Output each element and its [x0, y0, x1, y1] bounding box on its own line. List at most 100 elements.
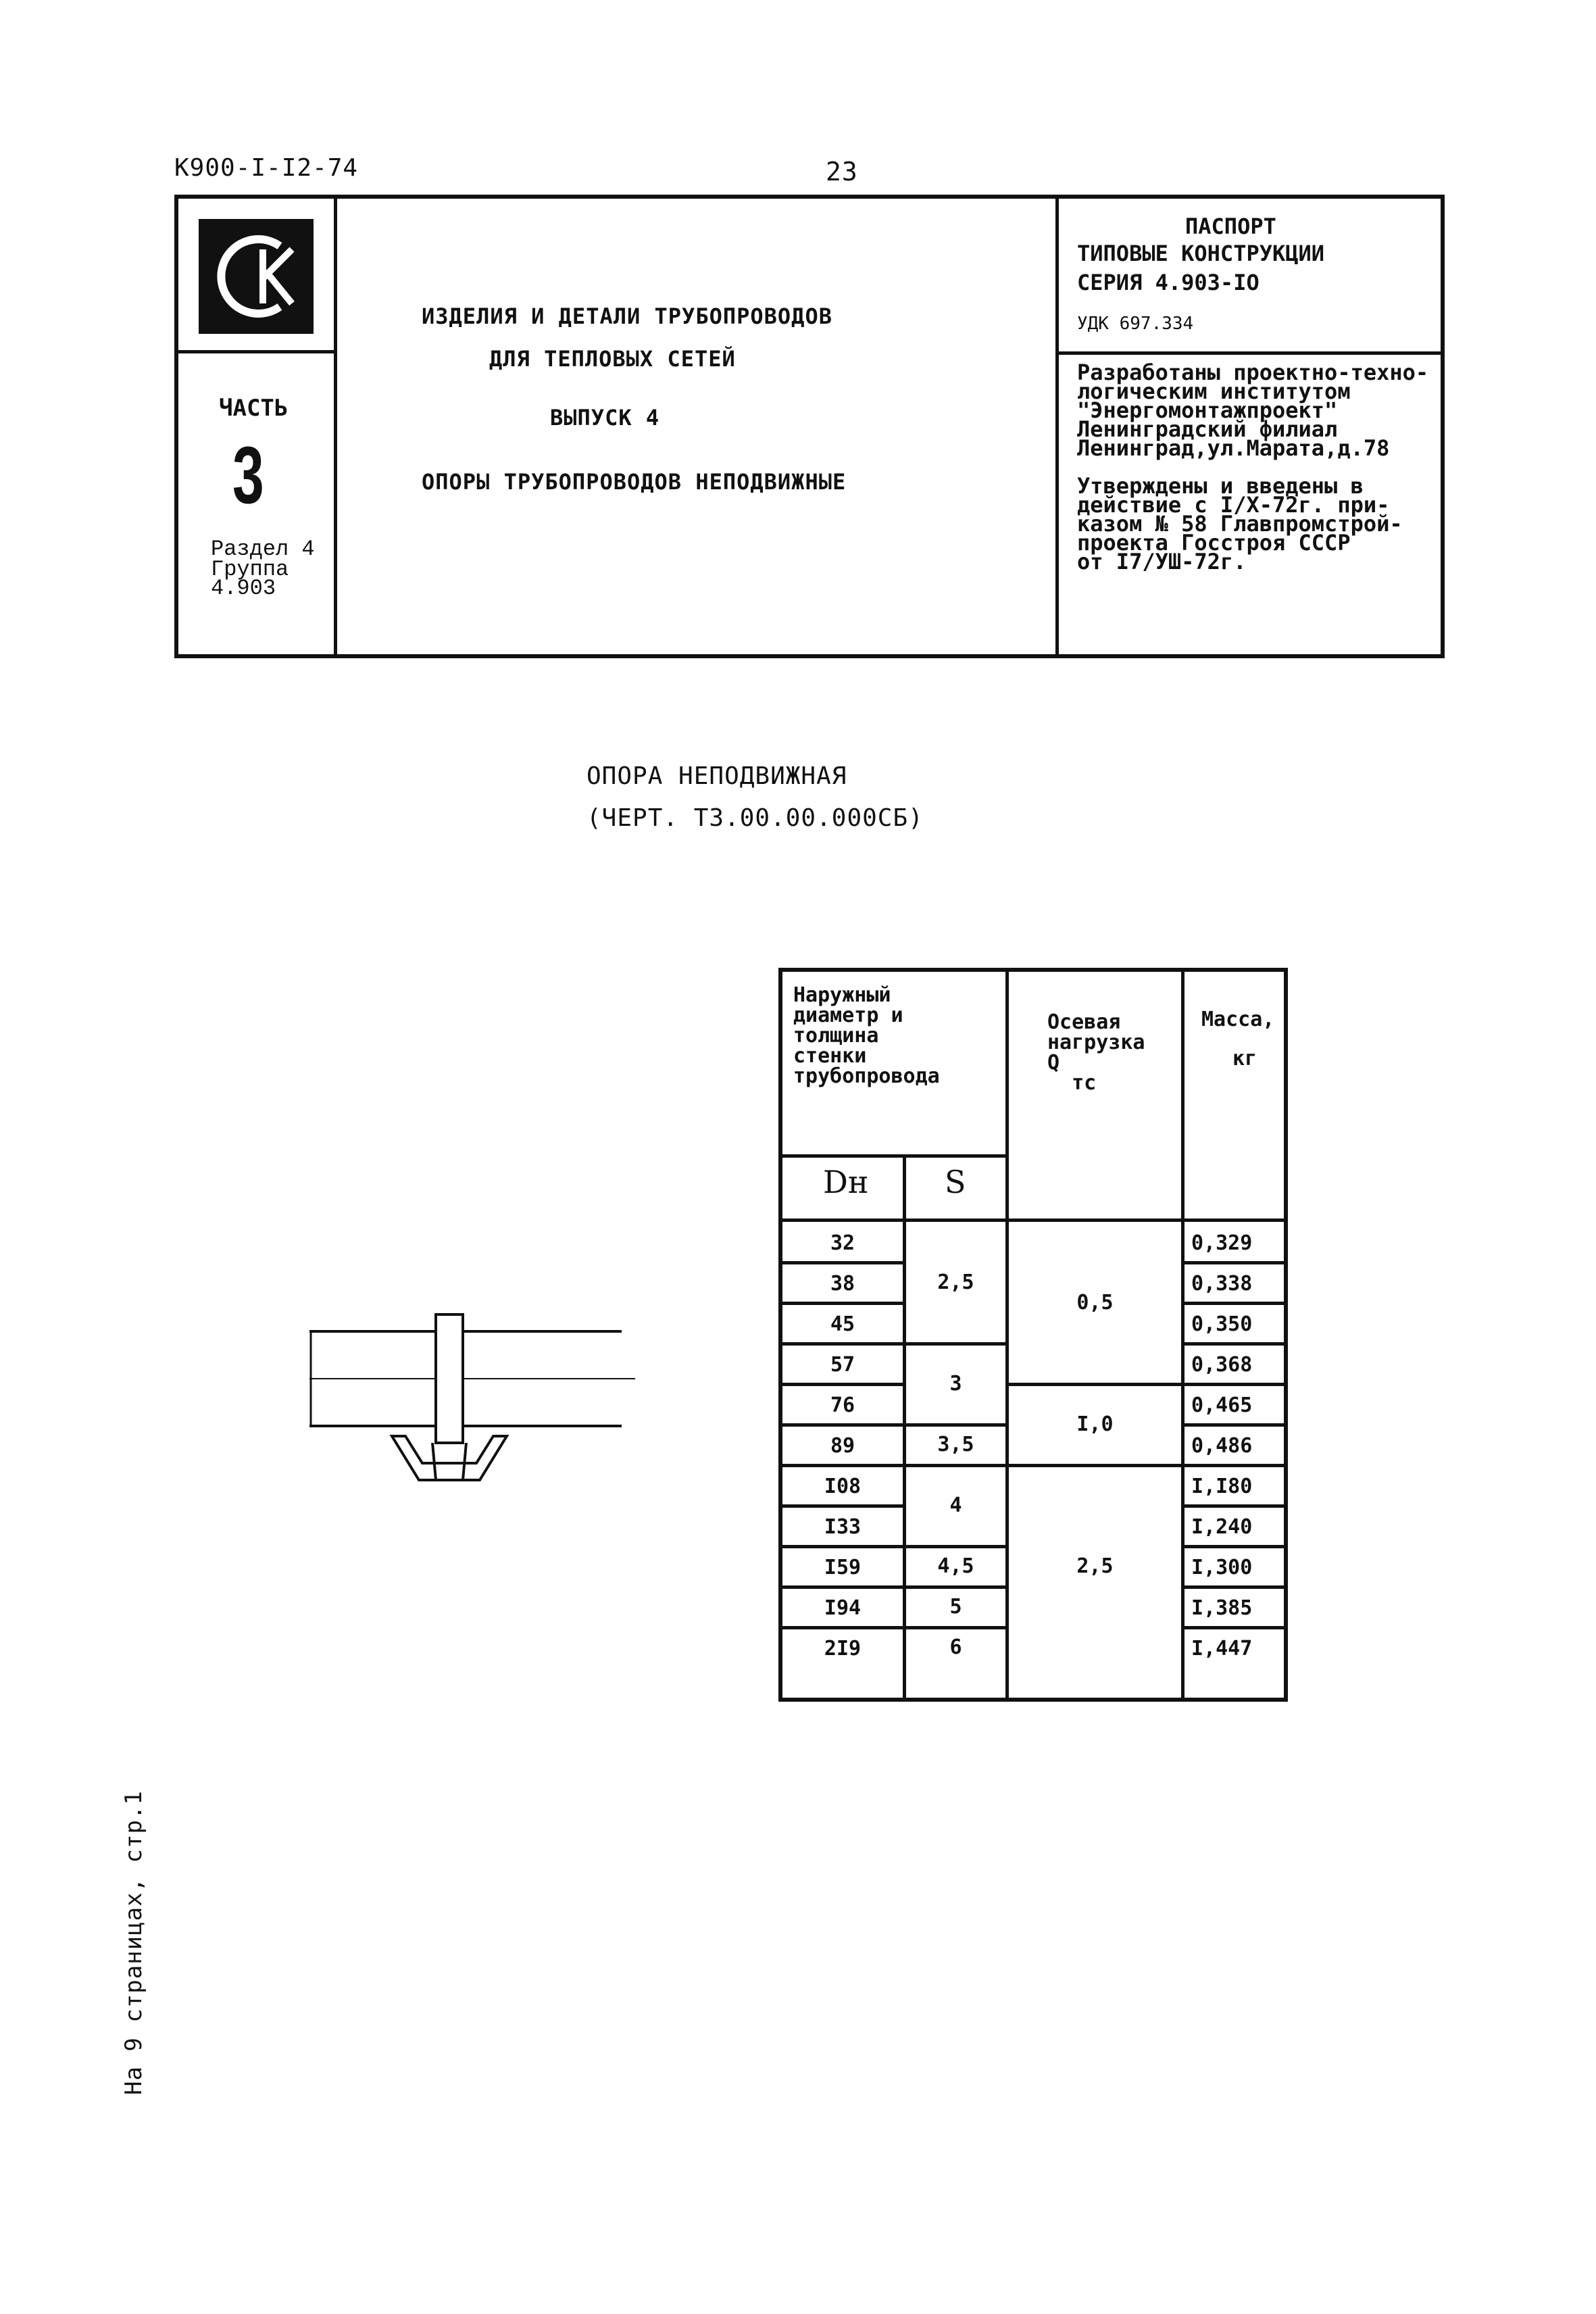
table-header-bottom-mass [1181, 1218, 1284, 1222]
row-line-mass [1182, 1342, 1284, 1346]
approval-line-5: от I7/УШ-72г. [1077, 549, 1247, 574]
part-label: ЧАСТЬ [219, 395, 289, 422]
table-divider-dn-s [903, 1156, 906, 1698]
s-group-line [903, 1585, 1007, 1589]
column-dn: Dн [823, 1164, 869, 1200]
row-line-dn [782, 1585, 904, 1589]
table-header-bottom-load [1005, 1218, 1182, 1222]
developer-line-3: "Энергомонтажпроект" [1077, 397, 1338, 423]
approval-line-2: действие с I/X-72г. при- [1077, 492, 1390, 518]
dn-cell: I94 [824, 1596, 862, 1620]
s-cell: 3 [949, 1372, 962, 1396]
page-number: 23 [826, 157, 858, 187]
s-cell: 3,5 [937, 1433, 974, 1456]
section-line: Раздел 4 [211, 537, 315, 562]
mass-cell: 0,338 [1191, 1272, 1253, 1296]
row-line-mass [1182, 1423, 1284, 1427]
sk-logo [199, 219, 314, 334]
logo-divider [178, 350, 335, 353]
row-line-dn [782, 1464, 904, 1467]
header-mass-unit: кг [1232, 1047, 1257, 1070]
mass-cell: 0,329 [1191, 1231, 1253, 1255]
mass-cell: 0,465 [1191, 1394, 1253, 1417]
passport-series: СЕРИЯ 4.903-IO [1077, 270, 1260, 295]
document-code: К900-I-I2-74 [174, 154, 359, 182]
row-line-mass [1182, 1504, 1284, 1508]
mass-cell: I,240 [1191, 1515, 1253, 1539]
mass-cell: I,I80 [1191, 1475, 1253, 1498]
load-cell: 2,5 [1076, 1554, 1114, 1578]
s-group-line [903, 1423, 1007, 1427]
column-s: S [945, 1164, 966, 1200]
s-cell: 4,5 [937, 1554, 974, 1578]
s-cell: 2,5 [937, 1271, 974, 1294]
approval-line-4: проекта Госстроя СССР [1077, 530, 1351, 556]
subject-line: ОПОРЫ ТРУБОПРОВОДОВ НЕПОДВИЖНЫЕ [422, 469, 847, 495]
s-group-line [903, 1342, 1007, 1346]
dn-cell: 57 [830, 1353, 855, 1377]
row-line-dn [782, 1545, 904, 1548]
dn-cell: 89 [830, 1434, 855, 1458]
drawing-reference: (ЧЕРТ. ТЗ.00.00.000СБ) [587, 804, 924, 832]
row-line-dn [782, 1423, 904, 1427]
mass-cell: I,300 [1191, 1556, 1253, 1579]
passport-line-2: ТИПОВЫЕ КОНСТРУКЦИИ [1077, 241, 1325, 266]
row-line-dn [782, 1342, 904, 1346]
dn-cell: 76 [830, 1394, 855, 1417]
developer-line-2: логическим институтом [1077, 378, 1351, 404]
s-cell: 4 [949, 1494, 962, 1517]
developer-line-5: Ленинград,ул.Марата,д.78 [1077, 435, 1390, 461]
row-line-mass [1182, 1261, 1284, 1264]
title-line-1: ИЗДЕЛИЯ И ДЕТАЛИ ТРУБОПРОВОДОВ [422, 303, 832, 329]
dn-cell: 32 [830, 1231, 855, 1255]
support-plate [434, 1313, 464, 1444]
developer-line-1: Разработаны проектно-техно- [1077, 360, 1429, 385]
dn-cell: 38 [830, 1272, 855, 1296]
udk-code: УДК 697.334 [1077, 314, 1194, 334]
table-header-split [782, 1154, 1007, 1158]
row-line-dn [782, 1383, 904, 1386]
header-load: Осевая нагрузка Q тс [1047, 1010, 1145, 1095]
dn-cell: 45 [830, 1312, 855, 1336]
table-header-bottom-pipe [782, 1218, 1007, 1222]
mass-cell: 0,486 [1191, 1434, 1253, 1458]
group-line: Группа [211, 557, 289, 582]
approval-line-3: казом № 58 Главпромстрой- [1077, 511, 1403, 537]
s-cell: 6 [949, 1635, 962, 1659]
table-divider-load-mass [1181, 972, 1184, 1698]
mass-cell: 0,350 [1191, 1312, 1253, 1336]
dn-cell: I59 [824, 1556, 862, 1579]
developer-line-4: Ленинградский филиал [1077, 416, 1338, 442]
s-group-line [903, 1464, 1007, 1467]
specification-table: Наружный диаметр и толщина стенки трубоп… [778, 968, 1288, 1702]
support-bracket [389, 1435, 509, 1481]
row-line-mass [1182, 1464, 1284, 1467]
support-drawing [309, 1313, 635, 1481]
approval-line-1: Утверждены и введены в [1077, 473, 1364, 499]
load-cell: 0,5 [1076, 1291, 1114, 1314]
s-group-line [903, 1545, 1007, 1548]
title-line-2: ДЛЯ ТЕПЛОВЫХ СЕТЕЙ [489, 346, 736, 372]
dn-cell: I33 [824, 1515, 862, 1539]
row-line-dn [782, 1504, 904, 1508]
title-block-divider-left [334, 199, 337, 654]
row-line-dn [782, 1302, 904, 1305]
header-pipe: Наружный диаметр и толщина стенки трубоп… [793, 983, 940, 1088]
dn-cell: I08 [824, 1475, 862, 1498]
load-group-line [1005, 1383, 1182, 1386]
drawing-title: ОПОРА НЕПОДВИЖНАЯ [587, 762, 847, 790]
row-line-mass [1182, 1302, 1284, 1305]
table-divider-pipe-load [1005, 972, 1009, 1698]
load-group-line [1005, 1464, 1182, 1467]
margin-note: На 9 страницах, стр.1 [120, 1790, 147, 2095]
row-line-dn [782, 1261, 904, 1264]
title-block-divider-right [1055, 199, 1059, 654]
passport-divider [1057, 351, 1441, 355]
part-number: 3 [232, 430, 264, 520]
row-line-mass [1182, 1545, 1284, 1548]
row-line-mass [1182, 1585, 1284, 1589]
row-line-dn [782, 1626, 904, 1629]
s-group-line [903, 1626, 1007, 1629]
load-cell: I,0 [1076, 1412, 1114, 1436]
dn-cell: 2I9 [824, 1637, 862, 1660]
